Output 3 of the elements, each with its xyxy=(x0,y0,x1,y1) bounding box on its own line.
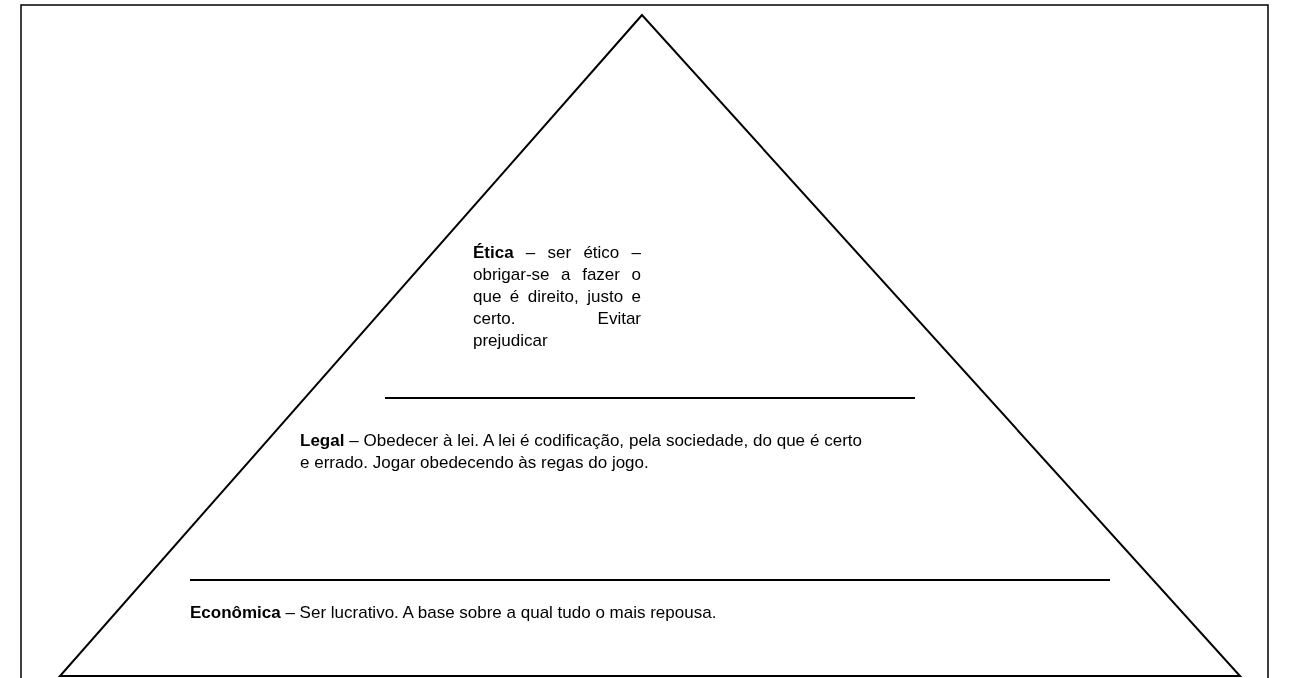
pyramid-tier-text: Ética – ser ético – obrigar-se a fazer o que é direito, justo e certo. Evitar prejudicar xyxy=(473,242,641,352)
pyramid-tier-text: Legal – Obedecer à lei. A lei é codificação, pela sociedade, do que é certo e errado. Jogar obedecendo às regas do jogo. xyxy=(300,430,862,474)
pyramid-tier-text: Econômica – Ser lucrativo. A base sobre a qual tudo o mais repousa. xyxy=(190,602,890,624)
